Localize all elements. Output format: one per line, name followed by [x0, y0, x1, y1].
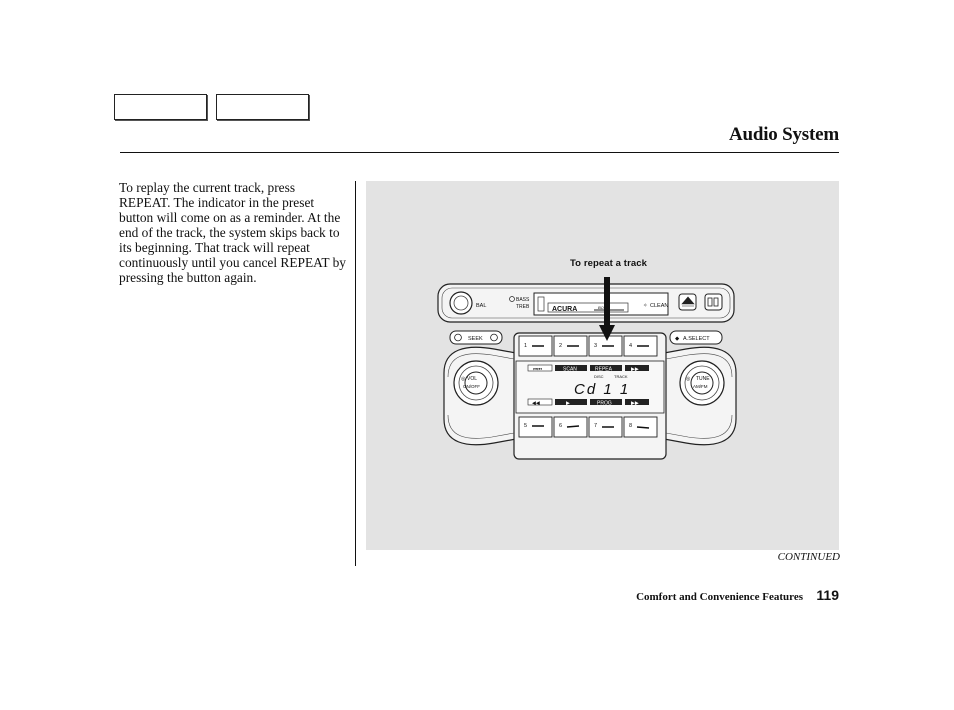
svg-text:◎: ◎ — [461, 376, 466, 382]
brand-label: ACURA — [552, 306, 577, 313]
preset-number: 8 — [629, 423, 632, 429]
svg-text:▶▶: ▶▶ — [631, 400, 639, 406]
preset-row-bottom: 5 6 7 8 — [518, 416, 658, 438]
page-number: 119 — [816, 587, 839, 603]
seek-label: SEEK — [468, 336, 483, 342]
figure-callout: To repeat a track — [569, 258, 648, 269]
tape-button — [704, 293, 723, 311]
preset-number: 3 — [594, 343, 597, 349]
seek-button — [449, 330, 503, 345]
tune-label: TUNE — [696, 376, 710, 382]
bal-label: BAL — [476, 303, 486, 309]
radio-figure: To repeat a track BAL BASS TREB ACURA BO… — [366, 181, 839, 550]
radio-illustration: BAL BASS TREB ACURA BOSE ✧ CLEAN SEEK ◆ … — [437, 277, 737, 460]
svg-text:◆: ◆ — [675, 336, 680, 342]
preset-number: 7 — [594, 423, 597, 429]
on-off-label: ON/OFF — [463, 384, 480, 389]
nav-button-contents[interactable] — [114, 94, 207, 120]
am-fm-label: AM/FM — [693, 384, 708, 389]
svg-text:⏮⏮: ⏮⏮ — [533, 366, 543, 372]
bal-knob-icon — [449, 291, 473, 315]
body-paragraph: To replay the current track, press REPEA… — [119, 180, 346, 285]
vol-knob-icon — [464, 371, 488, 395]
preset-number: 6 — [559, 423, 562, 429]
continued-label: CONTINUED — [777, 551, 840, 563]
page-title: Audio System — [728, 124, 839, 145]
a-select-button — [669, 330, 723, 345]
bass-knob-icon — [509, 296, 515, 302]
preset-number: 2 — [559, 343, 562, 349]
svg-text:▶: ▶ — [566, 400, 570, 406]
tune-knob-icon — [690, 371, 714, 395]
preset-number: 4 — [629, 343, 632, 349]
repeat-label: REPEA — [595, 366, 613, 372]
column-divider — [355, 181, 356, 566]
svg-text:✧: ✧ — [643, 302, 648, 309]
nav-button-index[interactable] — [216, 94, 309, 120]
callout-arrow-icon — [604, 277, 610, 325]
preset-number: 1 — [524, 343, 527, 349]
svg-text:◎: ◎ — [686, 376, 691, 382]
disc-label: DISC — [594, 374, 604, 379]
preset-button — [518, 416, 553, 438]
svg-text:◀◀: ◀◀ — [532, 400, 540, 406]
track-label: TRACK — [614, 374, 628, 379]
seek-up-icon — [490, 333, 498, 342]
svg-text:BOSE: BOSE — [598, 305, 609, 310]
treb-label: TREB — [516, 304, 530, 310]
svg-text:▶▶: ▶▶ — [631, 366, 639, 372]
title-rule — [120, 152, 839, 153]
preset-number: 5 — [524, 423, 527, 429]
a-select-label: A.SELECT — [683, 336, 710, 342]
display-readout: Cd 1 1 — [574, 381, 630, 398]
eject-icon — [681, 296, 695, 307]
footer-section-title: Comfort and Convenience Features — [636, 591, 803, 603]
bass-label: BASS — [516, 297, 530, 303]
preset-row-top: 1 2 3 4 — [518, 335, 658, 357]
clean-label: CLEAN — [650, 303, 668, 309]
vol-label: VOL — [467, 376, 477, 382]
seek-down-icon — [454, 333, 462, 342]
tape-icon — [707, 297, 713, 307]
scan-label: SCAN — [563, 366, 577, 372]
prog-label: PROG — [597, 400, 612, 406]
